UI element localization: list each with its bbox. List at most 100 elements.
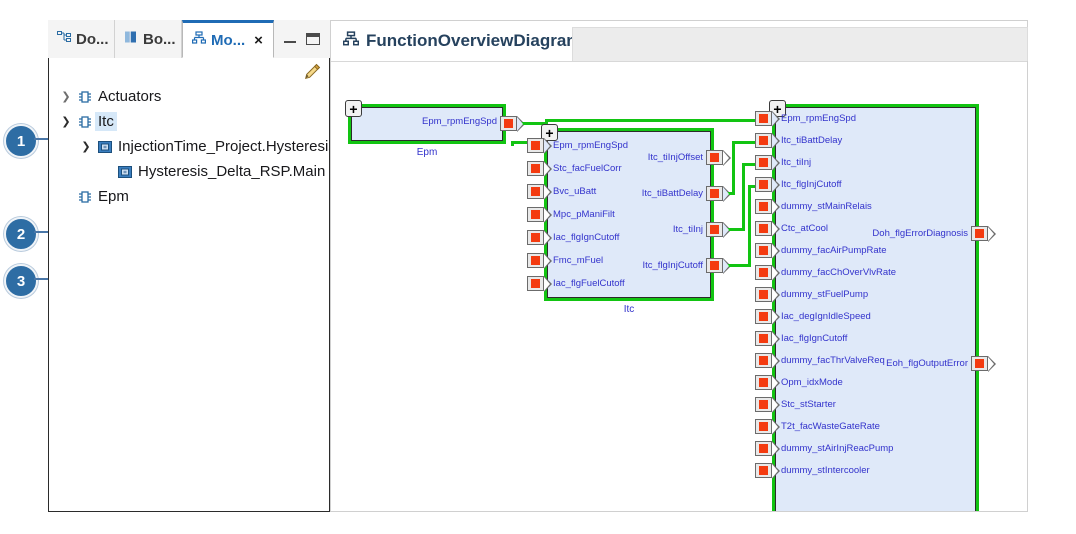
input-port-itc-0[interactable] [527, 137, 552, 154]
input-port-actuators-5[interactable] [755, 220, 780, 237]
input-port-actuators-4[interactable] [755, 198, 780, 215]
tree-item-itc[interactable]: ❯ Itc [49, 109, 329, 134]
port-label-itc-in-1: Stc_facFuelCorr [553, 163, 622, 174]
tree-item-epm[interactable]: Epm [49, 184, 329, 209]
port-label-act-in-12: Opm_idxMode [781, 377, 843, 388]
tab-bookmarks[interactable]: Bo... [115, 20, 182, 58]
port-label-act-in-3: Itc_flgInjCutoff [781, 179, 842, 190]
port-label-act-in-5: Ctc_atCool [781, 223, 828, 234]
editor-tab-label: FunctionOverviewDiagram1 [366, 31, 591, 50]
input-port-itc-2[interactable] [527, 183, 552, 200]
port-label-act-in-11: dummy_facThrValveReq [781, 355, 885, 366]
output-port-itc-2[interactable] [706, 221, 731, 238]
component-icon [75, 115, 95, 129]
output-port-actuators-1[interactable] [971, 355, 996, 372]
port-label-itc-out-0: Itc_tiInjOffset [647, 152, 703, 163]
input-port-actuators-7[interactable] [755, 264, 780, 281]
model-tree-icon [192, 31, 206, 49]
wire-itc3-h1 [723, 264, 751, 267]
tab-label: Mo... [211, 31, 246, 49]
input-port-actuators-10[interactable] [755, 330, 780, 347]
block-itc[interactable] [544, 128, 714, 301]
input-port-actuators-8[interactable] [755, 286, 780, 303]
port-label-itc-out-2: Itc_tiInj [672, 224, 703, 235]
port-label-act-out-1: Eoh_flgOutputError [886, 358, 968, 369]
tab-documents[interactable]: Do... [48, 20, 115, 58]
chevron-right-icon[interactable]: ❯ [61, 91, 71, 103]
pencil-icon[interactable] [302, 62, 322, 82]
block-actuators[interactable] [772, 104, 979, 511]
tree-item-label: Hysteresis_Delta_RSP.Main [138, 163, 326, 180]
input-port-itc-4[interactable] [527, 229, 552, 246]
input-port-actuators-13[interactable] [755, 396, 780, 413]
editor-tabbar: FunctionOverviewDiagram1 × [331, 21, 1028, 62]
tab-close-button[interactable]: × [254, 31, 263, 49]
port-label-act-in-0: Epm_rpmEngSpd [781, 113, 856, 124]
wire-epm-bus-top [545, 119, 755, 122]
port-label-itc-out-1: Itc_tiBattDelay [641, 188, 703, 199]
wire-itc2-v [742, 163, 745, 231]
input-port-itc-3[interactable] [527, 206, 552, 223]
wire-itc1-h1 [723, 192, 735, 195]
callout-badge-1: 1 [4, 124, 38, 158]
model-explorer-panel: Do... Bo... Mo... × [48, 20, 330, 512]
input-port-itc-6[interactable] [527, 275, 552, 292]
port-label-itc-in-5: Fmc_mFuel [553, 255, 604, 266]
expand-icon-epm[interactable]: + [345, 100, 362, 117]
port-label-epm-out-0: Epm_rpmEngSpd [422, 116, 497, 127]
output-port-itc-1[interactable] [706, 185, 731, 202]
diagram-canvas[interactable]: + Epm_rpmEngSpd Epm + Epm_rpmEngSpd Stc_… [331, 62, 1027, 511]
port-label-act-in-7: dummy_facChOverVlvRate [781, 267, 897, 278]
input-port-actuators-3[interactable] [755, 176, 780, 193]
output-port-itc-0[interactable] [706, 149, 731, 166]
port-label-itc-in-4: Iac_flgIgnCutoff [553, 232, 620, 243]
port-label-act-in-16: dummy_stIntercooler [781, 465, 870, 476]
input-port-actuators-15[interactable] [755, 440, 780, 457]
input-port-actuators-2[interactable] [755, 154, 780, 171]
output-port-actuators-0[interactable] [971, 225, 996, 242]
tab-label: Do... [76, 30, 109, 48]
tab-models[interactable]: Mo... × [182, 20, 274, 58]
book-icon [124, 30, 138, 48]
component-icon [75, 190, 95, 204]
input-port-actuators-9[interactable] [755, 308, 780, 325]
module-icon [115, 165, 135, 179]
chevron-down-icon[interactable]: ❯ [61, 116, 71, 128]
tree-item-injectiontime-project-hysteresis[interactable]: ❯ InjectionTime_Project.Hysteresis [49, 134, 329, 159]
wire-itc1-h2 [732, 141, 755, 144]
port-label-act-in-10: Iac_flgIgnCutoff [781, 333, 848, 344]
model-tree: ❯ Actuators ❯ Itc [49, 84, 329, 209]
minimize-icon[interactable] [284, 41, 296, 43]
input-port-actuators-0[interactable] [755, 110, 780, 127]
wire-epm-to-itc-h1 [521, 122, 548, 125]
port-label-itc-out-3: Itc_flgInjCutoff [642, 260, 703, 271]
port-label-act-in-9: Iac_degIgnIdleSpeed [781, 311, 871, 322]
tree-item-label: Actuators [98, 88, 162, 105]
input-port-actuators-14[interactable] [755, 418, 780, 435]
output-port-epm-0[interactable] [500, 115, 525, 132]
port-label-itc-in-2: Bvc_uBatt [553, 186, 597, 197]
input-port-actuators-16[interactable] [755, 462, 780, 479]
chevron-down-icon[interactable]: ❯ [81, 141, 91, 153]
port-label-act-in-8: dummy_stFuelPump [781, 289, 869, 300]
document-outline-icon [57, 30, 71, 48]
callout-badge-2: 2 [4, 217, 38, 251]
component-icon [75, 90, 95, 104]
input-port-actuators-6[interactable] [755, 242, 780, 259]
tree-item-hysteresis-delta-rsp-main[interactable]: Hysteresis_Delta_RSP.Main [49, 159, 329, 184]
input-port-actuators-1[interactable] [755, 132, 780, 149]
input-port-itc-1[interactable] [527, 160, 552, 177]
input-port-actuators-11[interactable] [755, 352, 780, 369]
input-port-actuators-12[interactable] [755, 374, 780, 391]
input-port-itc-5[interactable] [527, 252, 552, 269]
wire-itc2-h1 [723, 228, 745, 231]
output-port-itc-3[interactable] [706, 257, 731, 274]
tree-item-label: Itc [95, 112, 117, 131]
wire-epm-to-itc-v2 [511, 141, 514, 146]
block-label-itc: Itc [623, 304, 635, 315]
port-label-act-in-4: dummy_stMainRelais [781, 201, 872, 212]
tree-item-actuators[interactable]: ❯ Actuators [49, 84, 329, 109]
port-label-act-in-15: dummy_stAirInjReacPump [781, 443, 894, 454]
maximize-icon[interactable] [306, 33, 320, 45]
port-label-act-in-1: Itc_tiBattDelay [781, 135, 843, 146]
